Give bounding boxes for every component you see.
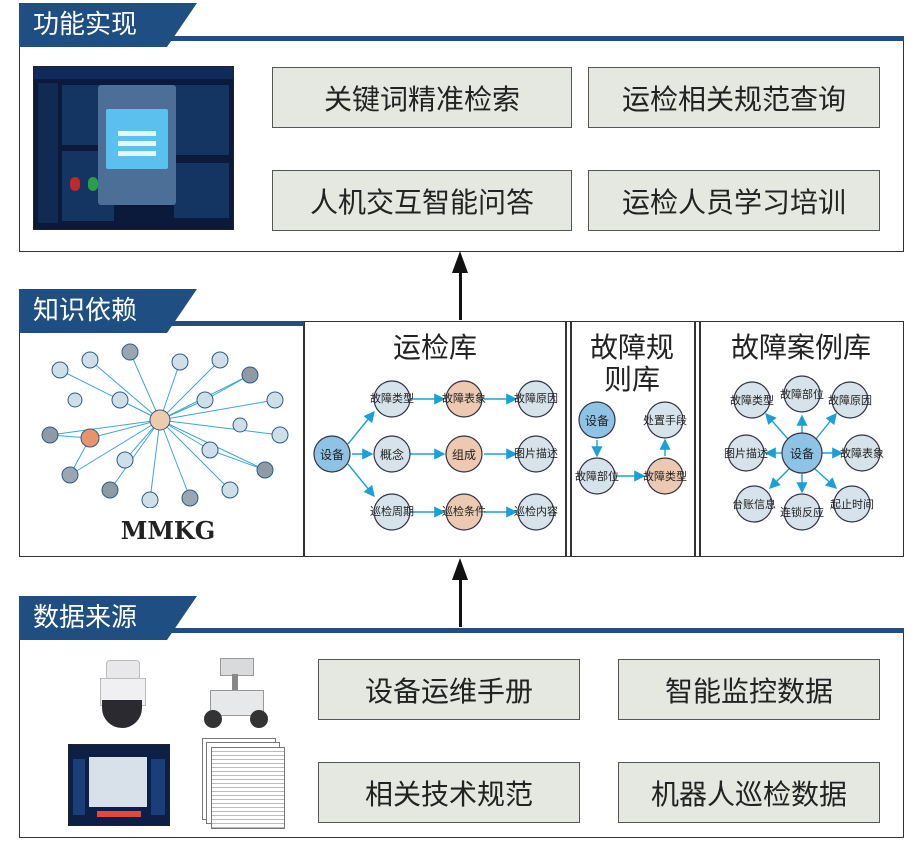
knowledge-section-title: 知识依赖 xyxy=(19,289,197,333)
case-fault-symptom-label: 故障表象 xyxy=(840,446,884,460)
rule-library-title-line2: 则库 xyxy=(603,363,660,396)
case-chain-label: 连锁反应 xyxy=(780,505,824,519)
arrow-head-up-icon xyxy=(452,558,468,580)
function-section-title: 功能实现 xyxy=(19,3,197,47)
yj-fault-type-label: 故障类型 xyxy=(370,391,414,405)
robot-patrol-data-box: 机器人巡检数据 xyxy=(618,762,880,823)
robot-image xyxy=(200,654,272,732)
yunjian-library-graph: 设备 故障类型 故障表象 故障原因 概念 组成 图片描述 巡检周期 巡检条件 巡… xyxy=(313,380,558,531)
yunjian-library-title: 运检库 xyxy=(392,331,477,364)
keyword-search-box: 关键词精准检索 xyxy=(272,67,572,128)
yj-image-desc-label: 图片描述 xyxy=(514,446,558,460)
rule-device-label: 设备 xyxy=(585,414,609,428)
case-ledger-label: 台账信息 xyxy=(732,497,776,511)
rule-handling-label: 处置手段 xyxy=(643,413,687,427)
mmkg-label: MMKG xyxy=(120,516,216,545)
qa-box: 人机交互智能问答 xyxy=(272,170,572,231)
case-device-label: 设备 xyxy=(790,447,814,461)
rule-fault-type-label: 故障类型 xyxy=(643,469,687,483)
app-screenshot-image xyxy=(33,66,234,230)
arrow-data-to-knowledge xyxy=(459,575,462,627)
case-fault-part-label: 故障部位 xyxy=(780,387,824,401)
case-time-label: 起止时间 xyxy=(830,498,874,511)
standard-query-box: 运检相关规范查询 xyxy=(588,67,880,128)
yj-device-label: 设备 xyxy=(320,448,344,462)
yj-patrol-cond-label: 巡检条件 xyxy=(442,504,486,518)
arrow-head-up-icon xyxy=(452,251,468,273)
maintenance-manual-box: 设备运维手册 xyxy=(318,659,580,720)
yj-patrol-content-label: 巡检内容 xyxy=(514,504,558,518)
tech-standards-box: 相关技术规范 xyxy=(318,762,580,823)
rule-library-title-line1: 故障规 xyxy=(589,331,674,364)
case-library-graph: 设备 故障类型 故障部位 故障原因 图片描述 故障表象 台账信息 连锁反应 起止… xyxy=(724,375,884,531)
yj-composition-label: 组成 xyxy=(452,448,476,462)
monitor-screen-image xyxy=(68,744,170,826)
camera-image xyxy=(92,658,152,730)
monitoring-data-box: 智能监控数据 xyxy=(618,659,880,720)
arrow-knowledge-to-function xyxy=(459,268,462,320)
training-box: 运检人员学习培训 xyxy=(588,170,880,231)
mmkg-graph-image xyxy=(41,343,289,508)
rule-library-graph: 设备 处置手段 故障部位 故障类型 xyxy=(575,401,687,495)
case-fault-type-label: 故障类型 xyxy=(730,393,774,407)
yj-fault-symptom-label: 故障表象 xyxy=(442,391,486,405)
yj-fault-cause-label: 故障原因 xyxy=(514,391,558,405)
rule-fault-part-label: 故障部位 xyxy=(575,469,619,483)
yj-patrol-cycle-label: 巡检周期 xyxy=(370,504,414,518)
yj-concept-label: 概念 xyxy=(380,447,404,462)
case-library-title: 故障案例库 xyxy=(730,331,871,364)
case-image-desc-label: 图片描述 xyxy=(724,446,768,460)
case-fault-cause-label: 故障原因 xyxy=(828,393,872,407)
documents-image xyxy=(202,738,285,830)
data-section-title: 数据来源 xyxy=(19,596,197,640)
